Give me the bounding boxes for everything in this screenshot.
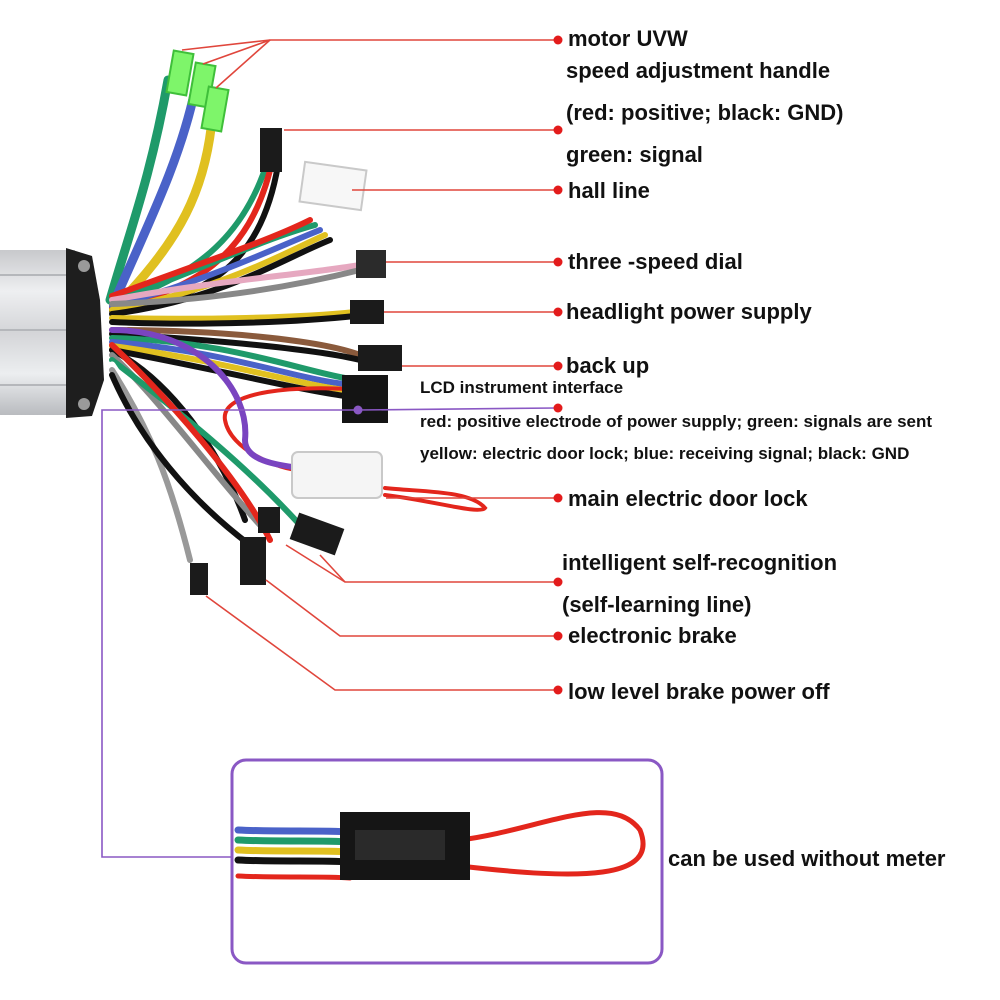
label-motor-uvw: motor UVW: [568, 26, 688, 51]
label-lcd-interface: LCD instrument interface: [420, 378, 624, 397]
label-self-recognition: intelligent self-recognition: [562, 550, 838, 575]
label-lcd-wiring-1: red: positive electrode of power supply;…: [420, 412, 933, 431]
leader-lines: [181, 39, 556, 691]
without-meter-inset: [234, 810, 646, 881]
label-lcd-wiring-2: yellow: electric door lock; blue: receiv…: [420, 444, 910, 463]
label-low-level-brake: low level brake power off: [568, 679, 830, 704]
controller-box: [0, 248, 104, 418]
label-back-up: back up: [566, 353, 650, 378]
label-without-meter: can be used without meter: [668, 846, 946, 871]
label-self-learning: (self-learning line): [562, 592, 752, 617]
marker-dots: [353, 35, 563, 695]
label-electronic-brake: electronic brake: [568, 623, 737, 648]
connectors: [165, 49, 402, 595]
label-speed-handle: speed adjustment handle: [566, 58, 831, 83]
wire-harness: [105, 75, 488, 564]
leader-line-lcd: [101, 407, 557, 858]
without-meter-frame: [230, 758, 664, 965]
label-hall-line: hall line: [568, 178, 650, 203]
label-main-door-lock: main electric door lock: [568, 486, 808, 511]
label-speed-handle-signal: green: signal: [566, 142, 703, 167]
label-speed-handle-polarity: (red: positive; black: GND): [566, 100, 844, 125]
label-headlight-power: headlight power supply: [566, 299, 812, 324]
label-three-speed-dial: three -speed dial: [568, 249, 743, 274]
